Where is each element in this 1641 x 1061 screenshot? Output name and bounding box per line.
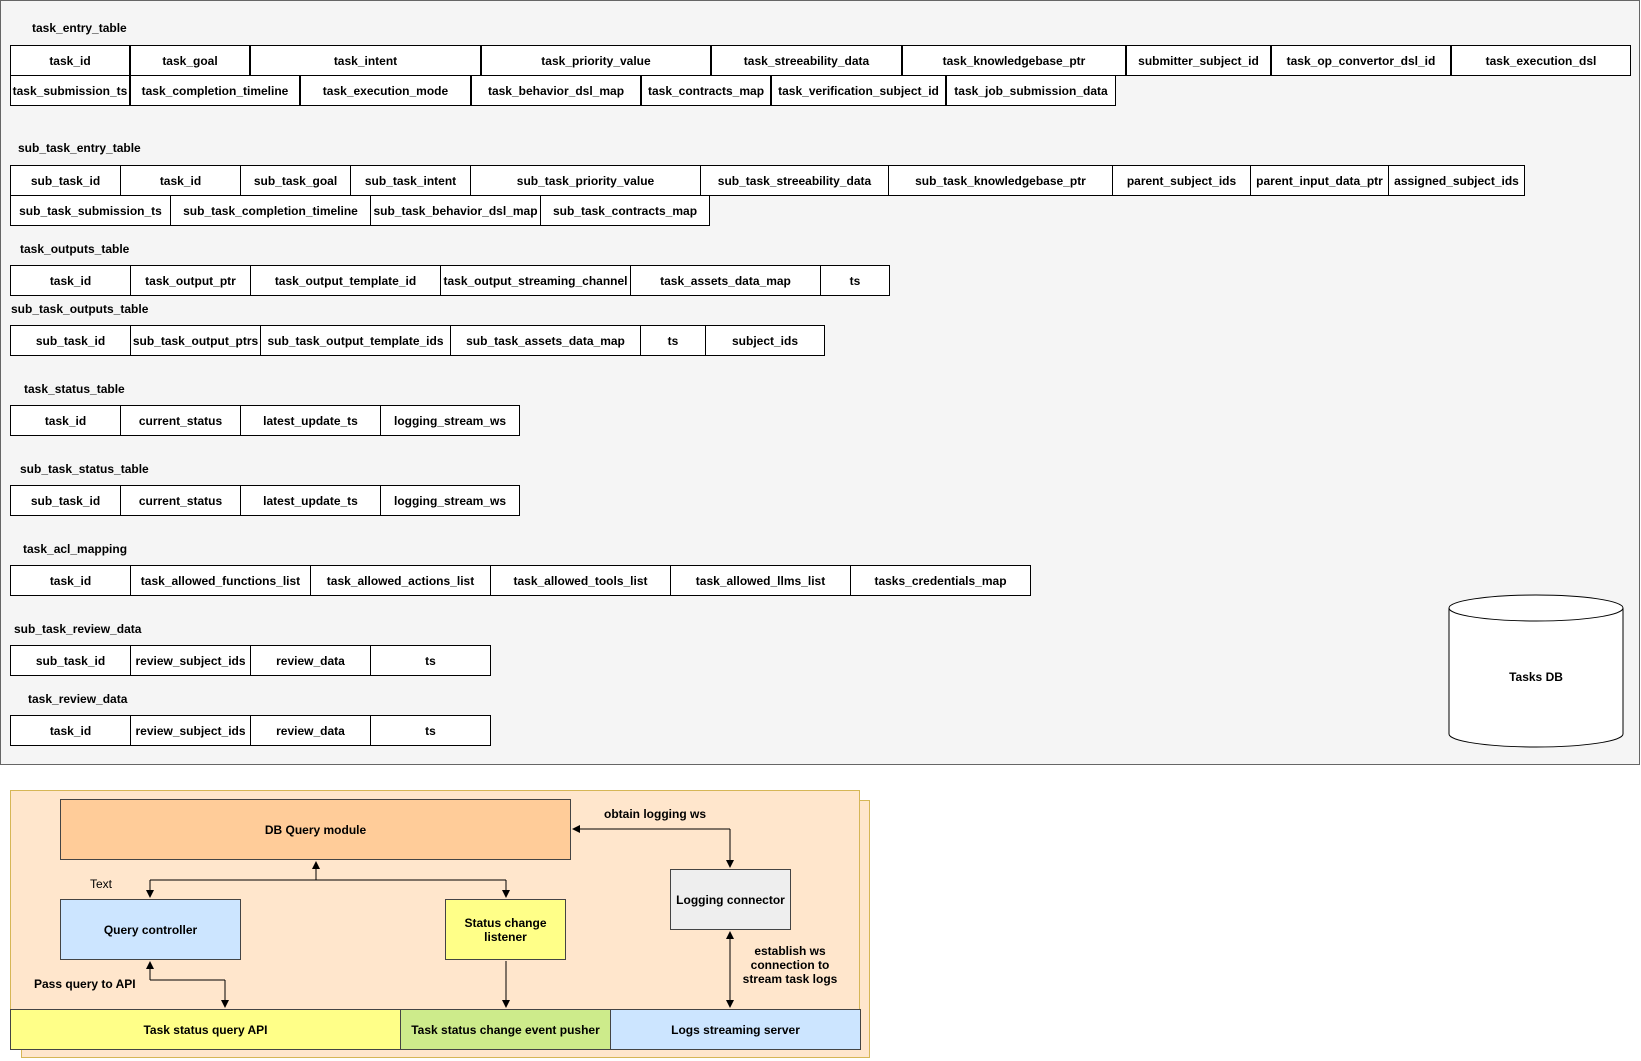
table-cell: ts (640, 325, 706, 356)
table-cell: sub_task_output_template_ids (260, 325, 451, 356)
table-cell: task_behavior_dsl_map (471, 75, 641, 106)
table-cell: latest_update_ts (240, 485, 381, 516)
table-cell: subject_ids (705, 325, 825, 356)
db-query-module: DB Query module (60, 799, 571, 860)
database-label: Tasks DB (1509, 670, 1563, 684)
table-cell: task_id (120, 165, 241, 196)
table-cell: task_submission_ts (10, 75, 130, 106)
table-cell: task_allowed_llms_list (670, 565, 851, 596)
table-cell: sub_task_id (10, 165, 121, 196)
table-cell: task_id (10, 565, 131, 596)
task-status-change-event-pusher: Task status change event pusher (400, 1009, 611, 1050)
table-cell: sub_task_output_ptrs (130, 325, 261, 356)
text-label: Text (90, 877, 113, 891)
table-cell: review_data (250, 715, 371, 746)
table-label-sub-task-entry: sub_task_entry_table (18, 141, 141, 155)
table-cell: sub_task_priority_value (470, 165, 701, 196)
table-cell: review_subject_ids (130, 645, 251, 676)
table-cell: task_output_ptr (130, 265, 251, 296)
table-cell: latest_update_ts (240, 405, 381, 436)
table-cell: current_status (120, 485, 241, 516)
table-cell: task_completion_timeline (130, 75, 300, 106)
table-cell: task_output_template_id (250, 265, 441, 296)
table-cell: task_allowed_functions_list (130, 565, 311, 596)
table-cell: logging_stream_ws (380, 405, 520, 436)
table-cell: tasks_credentials_map (850, 565, 1031, 596)
table-cell: task_output_streaming_channel (440, 265, 631, 296)
establish-ws-label: establish ws connection to stream task l… (742, 944, 838, 986)
table-cell: task_id (10, 715, 131, 746)
table-cell: task_priority_value (481, 45, 711, 76)
pass-query-label: Pass query to API (34, 977, 136, 991)
table-label-sub-task-status: sub_task_status_table (20, 462, 149, 476)
table-cell: task_contracts_map (641, 75, 771, 106)
obtain-logging-ws-label: obtain logging ws (604, 807, 706, 821)
table-cell: assigned_subject_ids (1388, 165, 1525, 196)
table-cell: ts (370, 645, 491, 676)
tasks-db-panel (0, 0, 1640, 765)
table-cell: task_knowledgebase_ptr (902, 45, 1126, 76)
table-cell: submitter_subject_id (1126, 45, 1271, 76)
logging-connector: Logging connector (670, 869, 791, 930)
table-cell: task_verification_subject_id (771, 75, 946, 106)
table-cell: task_allowed_actions_list (310, 565, 491, 596)
table-cell: task_op_convertor_dsl_id (1271, 45, 1451, 76)
table-cell: task_execution_mode (300, 75, 471, 106)
table-cell: sub_task_contracts_map (540, 195, 710, 226)
table-cell: task_allowed_tools_list (490, 565, 671, 596)
table-cell: sub_task_completion_timeline (170, 195, 371, 226)
table-cell: ts (820, 265, 890, 296)
table-cell: logging_stream_ws (380, 485, 520, 516)
table-cell: review_subject_ids (130, 715, 251, 746)
table-label-task-outputs: task_outputs_table (20, 242, 130, 256)
table-cell: task_assets_data_map (630, 265, 821, 296)
table-cell: task_intent (250, 45, 481, 76)
table-cell: sub_task_goal (240, 165, 351, 196)
table-cell: task_goal (130, 45, 250, 76)
table-label-sub-task-outputs: sub_task_outputs_table (11, 302, 149, 316)
query-controller: Query controller (60, 899, 241, 960)
table-cell: sub_task_id (10, 325, 131, 356)
table-cell: task_streeability_data (711, 45, 902, 76)
table-cell: review_data (250, 645, 371, 676)
table-cell: current_status (120, 405, 241, 436)
table-cell: sub_task_intent (350, 165, 471, 196)
table-cell: sub_task_assets_data_map (450, 325, 641, 356)
table-cell: sub_task_id (10, 485, 121, 516)
status-change-listener: Status change listener (445, 899, 566, 960)
table-cell: sub_task_id (10, 645, 131, 676)
logs-streaming-server: Logs streaming server (610, 1009, 861, 1050)
table-cell: ts (370, 715, 491, 746)
table-cell: task_id (10, 45, 130, 76)
table-label-task-status: task_status_table (24, 382, 125, 396)
table-label-sub-task-review: sub_task_review_data (14, 622, 142, 636)
table-label-task-entry: task_entry_table (32, 21, 127, 35)
table-cell: task_id (10, 265, 131, 296)
table-label-task-review: task_review_data (28, 692, 128, 706)
database-cylinder-icon (1448, 594, 1624, 748)
table-cell: sub_task_streeability_data (700, 165, 889, 196)
table-cell: sub_task_submission_ts (10, 195, 171, 226)
table-cell: sub_task_knowledgebase_ptr (888, 165, 1113, 196)
table-cell: task_job_submission_data (946, 75, 1116, 106)
table-cell: parent_subject_ids (1112, 165, 1251, 196)
table-cell: task_id (10, 405, 121, 436)
table-cell: sub_task_behavior_dsl_map (370, 195, 541, 226)
task-status-query-api: Task status query API (10, 1009, 401, 1050)
table-cell: task_execution_dsl (1451, 45, 1631, 76)
table-label-task-acl: task_acl_mapping (23, 542, 128, 556)
table-cell: parent_input_data_ptr (1250, 165, 1389, 196)
